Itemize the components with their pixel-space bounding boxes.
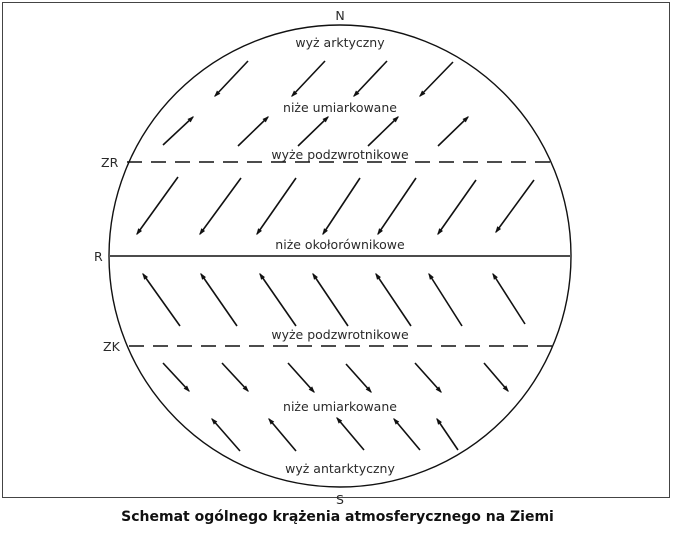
wind-arrow-icon bbox=[268, 417, 297, 452]
label-south-pole: S bbox=[336, 492, 344, 507]
wind-arrow-icon bbox=[375, 272, 412, 327]
zone-label-north-subtropical-highs: wyże podzwrotnikowe bbox=[271, 147, 409, 162]
wind-arrow-icon bbox=[492, 272, 526, 325]
earth-circle bbox=[108, 24, 572, 488]
wind-arrow-icon bbox=[136, 176, 179, 236]
diagram-frame bbox=[2, 2, 670, 498]
arrows-trade-winds-north bbox=[136, 176, 535, 236]
wind-arrow-icon bbox=[287, 362, 315, 394]
wind-arrow-icon bbox=[142, 272, 181, 327]
wind-arrow-icon bbox=[353, 60, 388, 97]
wind-arrow-icon bbox=[336, 416, 365, 451]
wind-arrow-icon bbox=[162, 362, 190, 392]
arrows-westerlies-south bbox=[162, 362, 509, 394]
arrows-trade-winds-south bbox=[142, 272, 526, 327]
wind-arrow-icon bbox=[414, 362, 442, 394]
label-tropic-of-cancer: ZR bbox=[101, 155, 119, 170]
label-north-pole: N bbox=[335, 8, 344, 23]
zone-label-antarctic-high: wyż antarktyczny bbox=[285, 461, 395, 476]
wind-arrow-icon bbox=[419, 61, 454, 97]
wind-arrow-icon bbox=[259, 272, 297, 327]
wind-arrow-icon bbox=[322, 177, 361, 236]
wind-arrow-icon bbox=[377, 177, 417, 236]
zone-label-south-temperate-lows: niże umiarkowane bbox=[283, 399, 397, 414]
zone-label-equatorial-lows: niże okołorównikowe bbox=[275, 237, 405, 252]
wind-arrow-icon bbox=[200, 272, 238, 327]
zone-label-south-subtropical-highs: wyże podzwrotnikowe bbox=[271, 327, 409, 342]
wind-arrow-icon bbox=[393, 417, 421, 451]
wind-arrow-icon bbox=[237, 116, 269, 147]
wind-arrow-icon bbox=[436, 417, 459, 451]
wind-arrow-icon bbox=[312, 272, 349, 327]
arrows-polar-easterlies-south bbox=[211, 416, 459, 452]
wind-arrow-icon bbox=[291, 60, 326, 97]
wind-arrow-icon bbox=[297, 116, 329, 147]
wind-arrow-icon bbox=[214, 60, 249, 97]
wind-arrow-icon bbox=[483, 362, 509, 393]
zone-label-north-temperate-lows: niże umiarkowane bbox=[283, 100, 397, 115]
label-tropic-of-capricorn: ZK bbox=[103, 339, 121, 354]
wind-arrow-icon bbox=[367, 116, 399, 147]
wind-arrow-icon bbox=[495, 179, 535, 234]
wind-arrow-icon bbox=[345, 363, 372, 394]
wind-arrow-icon bbox=[211, 417, 241, 452]
wind-arrow-icon bbox=[437, 116, 469, 147]
wind-arrow-icon bbox=[428, 272, 463, 327]
wind-arrow-icon bbox=[199, 177, 242, 236]
wind-arrow-icon bbox=[162, 116, 194, 146]
wind-arrow-icon bbox=[256, 177, 297, 236]
wind-arrow-icon bbox=[221, 362, 249, 392]
diagram-caption: Schemat ogólnego krążenia atmosferyczneg… bbox=[121, 509, 554, 525]
arrows-polar-easterlies-north bbox=[214, 60, 454, 97]
label-equator: R bbox=[94, 249, 103, 264]
arrows-westerlies-north bbox=[162, 116, 469, 147]
zone-label-arctic-high: wyż arktyczny bbox=[295, 35, 385, 50]
wind-arrow-icon bbox=[437, 179, 477, 236]
